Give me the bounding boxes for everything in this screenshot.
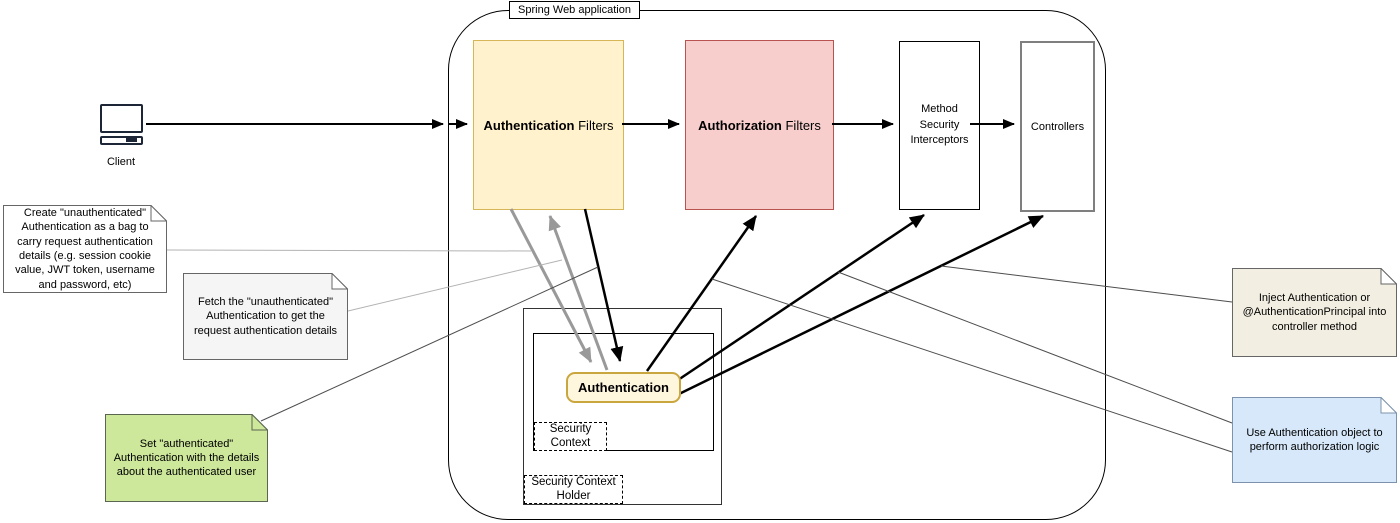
spring-web-application-label: Spring Web application	[509, 1, 640, 19]
authorization-filters-box: Authorization Filters	[685, 40, 834, 210]
note-set-authenticated: Set "authenticated" Authentication with …	[105, 414, 268, 502]
note-use-text: Use Authentication object to perform aut…	[1246, 426, 1383, 453]
client-computer-slot	[126, 138, 137, 142]
note-shape	[1232, 397, 1397, 483]
controllers-label: Controllers	[1030, 120, 1085, 133]
note-create-unauthenticated: Create "unauthenticated" Authentication …	[3, 205, 167, 293]
authorization-filters-label: Authorization Filters	[698, 117, 821, 133]
note-shape	[1232, 268, 1397, 357]
note-fetch-text: Fetch the "unauthenticated" Authenticati…	[193, 296, 338, 337]
note-shape	[3, 205, 167, 293]
note-use-authentication: Use Authentication object to perform aut…	[1232, 397, 1397, 483]
note-inject-authentication: Inject Authentication or @Authentication…	[1232, 268, 1397, 357]
authentication-filters-box: Authentication Filters	[473, 40, 624, 210]
client-computer-icon	[100, 104, 143, 133]
client-label: Client	[106, 156, 136, 168]
controllers-box: Controllers	[1020, 41, 1095, 212]
note-shape	[105, 414, 268, 502]
client-computer-base	[100, 136, 143, 145]
note-create-text: Create "unauthenticated" Authentication …	[15, 207, 155, 291]
note-fetch-unauthenticated: Fetch the "unauthenticated" Authenticati…	[183, 273, 348, 360]
note-set-text: Set "authenticated" Authentication with …	[113, 437, 260, 479]
note-inject-text: Inject Authentication or @Authentication…	[1242, 292, 1387, 333]
authentication-object: Authentication	[566, 372, 681, 403]
method-security-interceptors-box: Method Security Interceptors	[899, 41, 980, 210]
security-context-holder-label: Security Context Holder	[524, 475, 623, 504]
authentication-filters-label: Authentication Filters	[483, 117, 614, 133]
security-context-label: Security Context	[534, 422, 607, 451]
method-security-interceptors-label: Method Security Interceptors	[910, 102, 969, 147]
